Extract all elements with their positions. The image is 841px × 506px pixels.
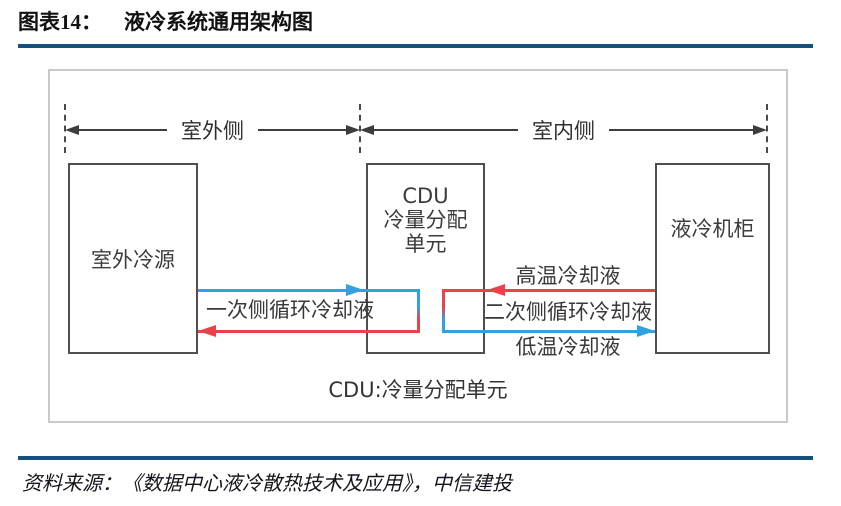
cdu-label-line3: 单元 (404, 232, 447, 256)
outdoor-cold-source-box: 室外冷源 (68, 163, 198, 354)
span-line (258, 129, 346, 131)
primary-loop-turn-line (417, 289, 420, 333)
liquid-cooling-cabinet-label: 液冷机柜 (670, 217, 755, 241)
source-line: 资料来源：《数据中心液冷散热技术及应用》，中信建投 (22, 473, 512, 495)
primary-return-line (198, 330, 419, 333)
primary-loop-label: 一次侧循环冷却液 (206, 298, 374, 322)
span-line (374, 129, 518, 131)
figure-label-prefix: 图表 (18, 10, 60, 34)
cdu-label: CDU 冷量分配 单元 (384, 184, 468, 256)
indoor-zone-label: 室内侧 (532, 119, 595, 143)
cold-coolant-line (442, 330, 655, 333)
indoor-zone-span-arrow: 室内侧 (360, 119, 767, 143)
outdoor-zone-span-arrow: 室外侧 (65, 119, 360, 143)
arrowhead-left-icon (65, 125, 79, 135)
cdu-label-line1: CDU (402, 184, 449, 208)
outdoor-cold-source-label: 室外冷源 (91, 247, 175, 272)
liquid-cooling-cabinet-box: 液冷机柜 (655, 163, 770, 354)
outdoor-zone-label: 室外侧 (181, 119, 244, 143)
low-temp-coolant-label: 低温冷却液 (515, 335, 621, 359)
arrowhead-left-icon (360, 125, 374, 135)
secondary-loop-turn-line (442, 289, 445, 333)
cold-coolant-arrowhead-icon (637, 325, 655, 337)
diagram-frame: 室外侧 室内侧 室外冷源 CDU 冷量分配 单元 液冷机柜 一次侧循环冷却液 高… (48, 69, 788, 423)
span-line (79, 129, 167, 131)
primary-supply-line (198, 289, 419, 292)
zone-divider-right (766, 104, 768, 153)
footer-rule (18, 456, 813, 460)
high-temp-coolant-label: 高温冷却液 (515, 264, 621, 288)
arrowhead-right-icon (346, 125, 360, 135)
header-rule (18, 44, 813, 48)
secondary-loop-label: 二次侧循环冷却液 (484, 300, 652, 324)
arrowhead-right-icon (753, 125, 767, 135)
cdu-label-line2: 冷量分配 (383, 208, 468, 232)
span-line (609, 129, 753, 131)
cdu-box: CDU 冷量分配 单元 (366, 163, 485, 354)
figure-label-separator: ： (81, 10, 102, 34)
cdu-abbreviation-caption: CDU:冷量分配单元 (328, 378, 508, 402)
primary-return-arrowhead-icon (198, 325, 216, 337)
figure-title: 液冷系统通用架构图 (124, 10, 313, 34)
hot-coolant-arrowhead-icon (487, 284, 505, 296)
hot-coolant-line (442, 289, 655, 292)
primary-supply-arrowhead-icon (346, 284, 364, 296)
figure-number: 14 (60, 10, 81, 34)
